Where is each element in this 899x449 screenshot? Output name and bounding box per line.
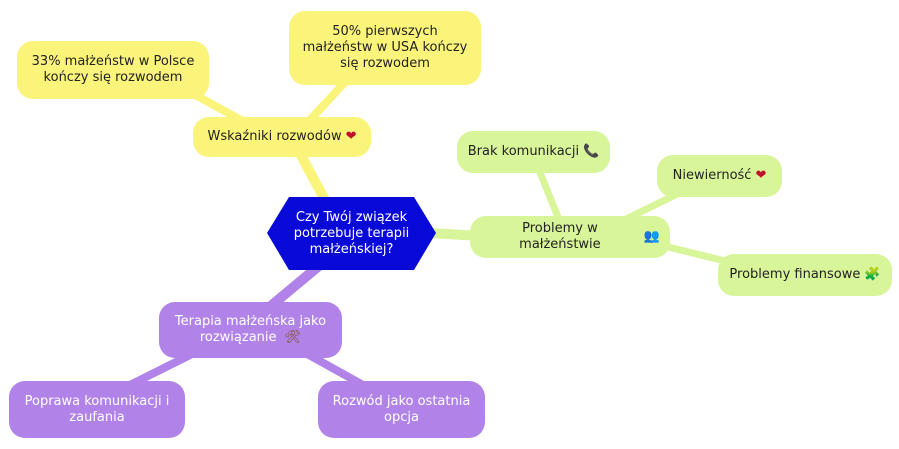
branch-marriage-problems[interactable]: Problemy w małżeństwie 👥 xyxy=(470,216,670,258)
leaf-financial-problems-label: Problemy finansowe xyxy=(729,267,861,282)
central-topic[interactable]: Czy Twój związek potrzebuje terapii małż… xyxy=(267,197,436,270)
people-icon: 👥 xyxy=(643,229,660,244)
heart-icon: ❤ xyxy=(345,129,357,144)
leaf-divorce-last-option-label: Rozwód jako ostatnia opcja xyxy=(332,393,471,425)
tools-icon: 🛠 xyxy=(284,330,302,345)
branch-therapy-solution-label: Terapia małżeńska jako rozwiązanie xyxy=(174,314,327,345)
central-hexagon-shape xyxy=(267,197,436,270)
branch-divorce-indicators-label: Wskaźniki rozwodów xyxy=(207,129,342,144)
leaf-infidelity[interactable]: Niewierność ❤ xyxy=(657,155,782,197)
branch-divorce-indicators[interactable]: Wskaźniki rozwodów ❤ xyxy=(193,117,371,157)
leaf-usa-divorce-rate-label: 50% pierwszych małżeństw w USA kończy si… xyxy=(302,24,468,71)
leaf-divorce-last-option[interactable]: Rozwód jako ostatnia opcja xyxy=(318,381,485,438)
leaf-poland-divorce-rate[interactable]: 33% małżeństw w Polsce kończy się rozwod… xyxy=(17,41,209,99)
leaf-lack-of-communication-label: Brak komunikacji xyxy=(467,144,580,159)
leaf-improve-communication-trust-label: Poprawa komunikacji i zaufania xyxy=(24,393,170,425)
leaf-financial-problems[interactable]: Problemy finansowe 🧩 xyxy=(718,254,892,296)
central-topic-label: Czy Twój związek potrzebuje terapii małż… xyxy=(293,209,410,257)
leaf-improve-communication-trust[interactable]: Poprawa komunikacji i zaufania xyxy=(9,381,185,438)
phone-icon: 📞 xyxy=(583,144,600,159)
branch-marriage-problems-label: Problemy w małżeństwie xyxy=(519,221,601,252)
leaf-infidelity-label: Niewierność xyxy=(672,168,752,183)
leaf-poland-divorce-rate-label: 33% małżeństw w Polsce kończy się rozwod… xyxy=(31,54,195,85)
heart-icon: ❤ xyxy=(755,168,767,183)
leaf-lack-of-communication[interactable]: Brak komunikacji 📞 xyxy=(457,131,610,173)
puzzle-icon: 🧩 xyxy=(864,267,881,282)
leaf-usa-divorce-rate[interactable]: 50% pierwszych małżeństw w USA kończy si… xyxy=(289,11,481,85)
branch-therapy-solution[interactable]: Terapia małżeńska jako rozwiązanie 🛠 xyxy=(159,302,342,358)
